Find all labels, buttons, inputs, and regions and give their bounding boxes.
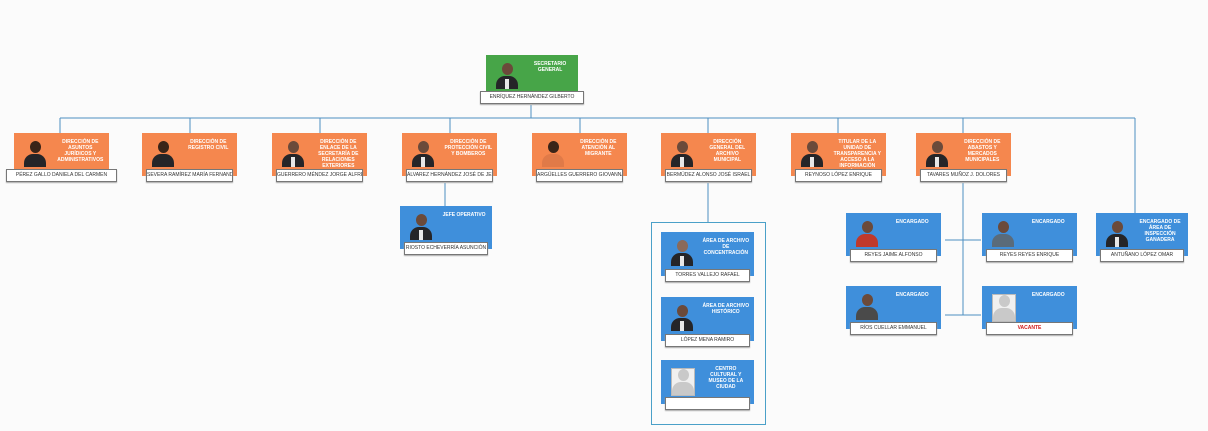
node-name: TORRES VALLEJO RAFAEL (665, 269, 750, 282)
person-photo (542, 141, 564, 167)
subordinate-node: ENCARGADO REYES REYES ENRIQUE (982, 213, 1077, 262)
node-name: PÉREZ GALLO DANIELA DEL CARMEN (6, 169, 117, 182)
node-role: DIRECCIÓN DE ENLACE DE LA SECRETARÍA DE … (318, 139, 359, 169)
node-role: ENCARGADO DE ÁREA DE INSPECCIÓN GANADERA (1139, 219, 1181, 243)
subordinate-node: ENCARGADO RÍOS CUELLAR EMMANUEL (846, 286, 941, 335)
person-photo (282, 141, 304, 167)
node-name: REYNOSO LÓPEZ ENRIQUE (795, 169, 882, 182)
placeholder-photo-icon (992, 294, 1016, 322)
directorate-node: DIRECCIÓN DE PROTECCIÓN CIVIL Y BOMBEROS… (402, 133, 497, 182)
person-photo (152, 141, 174, 167)
person-photo (412, 141, 434, 167)
node-role: ENCARGADO (1031, 219, 1065, 225)
node-role: DIRECCIÓN DE ABASTOS Y MERCADOS MUNICIPA… (964, 139, 1001, 163)
person-photo (671, 240, 693, 266)
person-photo (992, 221, 1014, 247)
node-role: JEFE OPERATIVO (442, 212, 486, 218)
person-photo (1106, 221, 1128, 247)
node-role: ENCARGADO (895, 219, 929, 225)
node-name: GUERRERO MÉNDEZ JORGE ALFREDO (276, 169, 363, 182)
node-name: RIOSTO ECHEVERRÍA ASUNCIÓN (404, 242, 488, 255)
subordinate-node: ÁREA DE ARCHIVO DE CONCENTRACIÓN TORRES … (661, 232, 754, 282)
node-name: ENRÍQUEZ HERNÁNDEZ GILBERTO (480, 91, 584, 104)
node-name: ANTUÑANO LÓPEZ OMAR (1100, 249, 1184, 262)
root-node: SECRETARIO GENERAL ENRÍQUEZ HERNÁNDEZ GI… (480, 55, 584, 104)
person-photo (801, 141, 823, 167)
node-name: BERMÚDEZ ALONSO JOSÉ ISRAEL (665, 169, 752, 182)
person-photo (24, 141, 46, 167)
person-photo (856, 221, 878, 247)
archive-group-frame (651, 222, 766, 425)
person-photo (671, 305, 693, 331)
node-name: REYES JAIME ALFONSO (850, 249, 937, 262)
node-role: SECRETARIO GENERAL (533, 61, 567, 73)
node-name: ÁLVAREZ HERNÁNDEZ JOSÉ DE JESÚS (406, 169, 493, 182)
person-photo (856, 294, 878, 320)
node-name: SEVERA RAMÍREZ MARÍA FERNANDA (146, 169, 233, 182)
directorate-node: DIRECCIÓN DE REGISTRO CIVIL SEVERA RAMÍR… (142, 133, 237, 182)
directorate-node: DIRECCIÓN DE ABASTOS Y MERCADOS MUNICIPA… (916, 133, 1011, 182)
node-name (665, 397, 750, 410)
vacant-name: VACANTE (986, 322, 1073, 335)
subordinate-node: CENTRO CULTURAL Y MUSEO DE LA CIUDAD (661, 360, 754, 410)
subordinate-node: ENCARGADO DE ÁREA DE INSPECCIÓN GANADERA… (1096, 213, 1188, 262)
node-role: ENCARGADO (1031, 292, 1065, 298)
node-role: DIRECCIÓN DE ASUNTOS JURÍDICOS Y ADMINIS… (57, 139, 104, 163)
node-role: DIRECCIÓN DE ATENCIÓN AL MIGRANTE (580, 139, 617, 157)
directorate-node: DIRECCIÓN DE ENLACE DE LA SECRETARÍA DE … (272, 133, 367, 182)
node-name: RÍOS CUELLAR EMMANUEL (850, 322, 937, 335)
person-photo (926, 141, 948, 167)
person-photo (496, 63, 518, 89)
directorate-node: DIRECCIÓN DE ASUNTOS JURÍDICOS Y ADMINIS… (6, 133, 117, 182)
subordinate-node: ÁREA DE ARCHIVO HISTÓRICO LÓPEZ MENA RAM… (661, 297, 754, 347)
node-role: DIRECCIÓN DE REGISTRO CIVIL (188, 139, 229, 151)
subordinate-node: ENCARGADO REYES JAIME ALFONSO (846, 213, 941, 262)
directorate-node: TITULAR DE LA UNIDAD DE TRANSPARENCIA Y … (791, 133, 886, 182)
node-role: ENCARGADO (895, 292, 929, 298)
node-name: LÓPEZ MENA RAMIRO (665, 334, 750, 347)
directorate-node: DIRECCIÓN GENERAL DEL ARCHIVO MUNICIPAL … (661, 133, 756, 182)
node-role: CENTRO CULTURAL Y MUSEO DE LA CIUDAD (708, 366, 744, 390)
subordinate-node: ENCARGADO VACANTE (982, 286, 1077, 335)
node-role: ÁREA DE ARCHIVO HISTÓRICO (702, 303, 750, 315)
node-name: ARGÜELLES GUERRERO GIOVANNA (536, 169, 623, 182)
node-role: DIRECCIÓN GENERAL DEL ARCHIVO MUNICIPAL (709, 139, 746, 163)
directorate-node: DIRECCIÓN DE ATENCIÓN AL MIGRANTE ARGÜEL… (532, 133, 627, 182)
person-photo (671, 141, 693, 167)
node-name: REYES REYES ENRIQUE (986, 249, 1073, 262)
subordinate-node: JEFE OPERATIVO RIOSTO ECHEVERRÍA ASUNCIÓ… (400, 206, 492, 255)
node-role: DIRECCIÓN DE PROTECCIÓN CIVIL Y BOMBEROS (444, 139, 493, 157)
node-role: ÁREA DE ARCHIVO DE CONCENTRACIÓN (702, 238, 750, 256)
node-name: TAVARES MUÑOZ J. DOLORES (920, 169, 1007, 182)
placeholder-photo-icon (671, 368, 695, 396)
person-photo (410, 214, 432, 240)
